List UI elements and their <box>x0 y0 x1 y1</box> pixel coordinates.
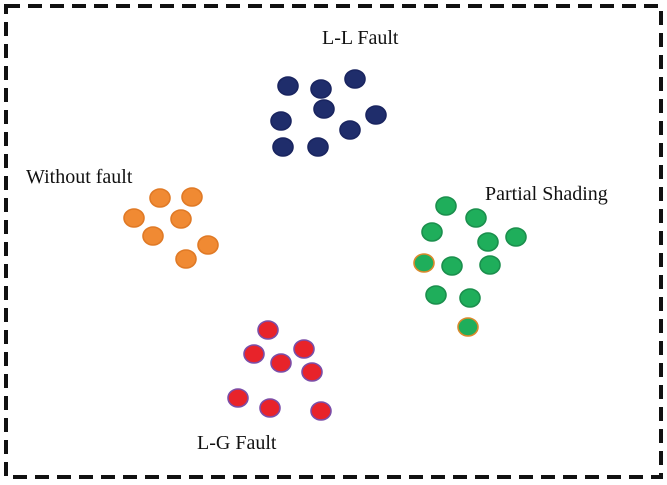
partial-shading-label: Partial Shading <box>485 183 608 205</box>
lg-fault-point <box>259 398 281 418</box>
without-fault-point <box>181 187 203 207</box>
lg-fault-point <box>243 344 265 364</box>
without-fault-point <box>142 226 164 246</box>
lg-fault-label: L-G Fault <box>197 432 277 454</box>
partial-shading-point <box>479 255 501 275</box>
without-fault-point <box>149 188 171 208</box>
ll-fault-point <box>310 79 332 99</box>
partial-shading-point <box>413 253 435 273</box>
partial-shading-cluster <box>413 196 527 337</box>
lg-fault-point <box>227 388 249 408</box>
partial-shading-point <box>435 196 457 216</box>
without-fault-point <box>123 208 145 228</box>
ll-fault-label: L-L Fault <box>322 27 399 49</box>
points-layer <box>123 69 527 421</box>
without-fault-point <box>197 235 219 255</box>
dashed-frame <box>4 4 663 479</box>
partial-shading-point <box>421 222 443 242</box>
ll-fault-point <box>307 137 329 157</box>
ll-fault-point <box>339 120 361 140</box>
partial-shading-point <box>441 256 463 276</box>
lg-fault-point <box>301 362 323 382</box>
ll-fault-point <box>270 111 292 131</box>
without-fault-cluster <box>123 187 219 269</box>
partial-shading-point <box>457 317 479 337</box>
partial-shading-point <box>425 285 447 305</box>
partial-shading-point <box>465 208 487 228</box>
lg-fault-point <box>270 353 292 373</box>
ll-fault-point <box>313 99 335 119</box>
without-fault-point <box>170 209 192 229</box>
lg-fault-point <box>257 320 279 340</box>
ll-fault-point <box>277 76 299 96</box>
lg-fault-point <box>293 339 315 359</box>
partial-shading-point <box>505 227 527 247</box>
lg-fault-point <box>310 401 332 421</box>
without-fault-label: Without fault <box>26 166 133 188</box>
ll-fault-point <box>365 105 387 125</box>
ll-fault-point <box>344 69 366 89</box>
without-fault-point <box>175 249 197 269</box>
ll-fault-point <box>272 137 294 157</box>
partial-shading-point <box>477 232 499 252</box>
ll-fault-cluster <box>270 69 387 157</box>
lg-fault-cluster <box>227 320 332 421</box>
partial-shading-point <box>459 288 481 308</box>
